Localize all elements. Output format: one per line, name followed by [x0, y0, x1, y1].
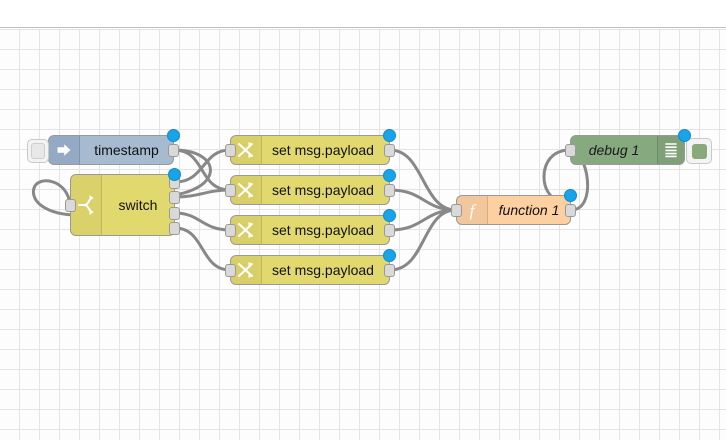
- node-change-3[interactable]: set msg.payload: [225, 209, 396, 245]
- swap-icon: [231, 216, 262, 244]
- port-in-debug-1[interactable]: [565, 144, 576, 157]
- function-f-icon: f: [457, 196, 488, 224]
- debug-lines-icon: [657, 136, 684, 164]
- port-in-switch[interactable]: [65, 199, 76, 212]
- node-debug-1[interactable]: debug 1: [565, 129, 712, 165]
- inject-trigger-button[interactable]: [27, 139, 49, 163]
- port-out-change-2[interactable]: [384, 184, 395, 197]
- node-change-1[interactable]: set msg.payload: [225, 129, 396, 165]
- port-in-change-1[interactable]: [225, 144, 236, 157]
- node-label-change-3: set msg.payload: [272, 222, 374, 238]
- node-change-4[interactable]: set msg.payload: [225, 249, 396, 285]
- node-function-1[interactable]: f function 1: [451, 189, 577, 225]
- port-in-change-4[interactable]: [225, 264, 236, 277]
- swap-icon: [231, 176, 262, 204]
- node-switch[interactable]: switch: [65, 168, 181, 236]
- node-layer: timestamp switc: [0, 29, 726, 440]
- port-out-change-1[interactable]: [384, 144, 395, 157]
- node-inject-timestamp[interactable]: timestamp: [27, 129, 180, 165]
- node-change-2[interactable]: set msg.payload: [225, 169, 396, 205]
- node-label-change-4: set msg.payload: [272, 262, 374, 278]
- status-dot-change-2: [383, 169, 396, 182]
- status-dot-change-1: [383, 129, 396, 142]
- port-out-switch-2[interactable]: [169, 207, 180, 220]
- swap-icon: [231, 136, 262, 164]
- port-out-switch-3[interactable]: [169, 222, 180, 235]
- status-dot-change-4: [383, 249, 396, 262]
- status-dot-inject: [167, 129, 180, 142]
- node-label-switch: switch: [118, 197, 158, 213]
- editor-top-bar: [0, 0, 726, 28]
- debug-toggle-indicator-icon: [691, 143, 707, 159]
- node-label-debug-1: debug 1: [588, 142, 640, 158]
- status-dot-change-3: [383, 209, 396, 222]
- status-dot-switch: [168, 168, 181, 181]
- port-out-change-4[interactable]: [384, 264, 395, 277]
- flow-canvas[interactable]: timestamp switc: [0, 29, 726, 440]
- port-in-change-2[interactable]: [225, 184, 236, 197]
- debug-enable-toggle-button[interactable]: [686, 138, 712, 164]
- node-label-change-2: set msg.payload: [272, 182, 374, 198]
- inject-trigger-icon: [31, 143, 45, 159]
- node-label-function-1: function 1: [498, 202, 560, 218]
- swap-icon: [231, 256, 262, 284]
- arrow-right-icon: [49, 136, 80, 164]
- port-out-function-1[interactable]: [565, 204, 576, 217]
- status-dot-debug-1: [678, 129, 691, 142]
- port-out-change-3[interactable]: [384, 224, 395, 237]
- status-dot-function-1: [564, 189, 577, 202]
- node-label-change-1: set msg.payload: [272, 142, 374, 158]
- svg-text:f: f: [470, 201, 477, 220]
- switch-icon: [71, 175, 102, 235]
- port-out-switch-1[interactable]: [169, 191, 180, 204]
- port-out-inject-0[interactable]: [168, 144, 179, 157]
- port-in-change-3[interactable]: [225, 224, 236, 237]
- node-label-inject: timestamp: [94, 142, 159, 158]
- port-in-function-1[interactable]: [451, 204, 462, 217]
